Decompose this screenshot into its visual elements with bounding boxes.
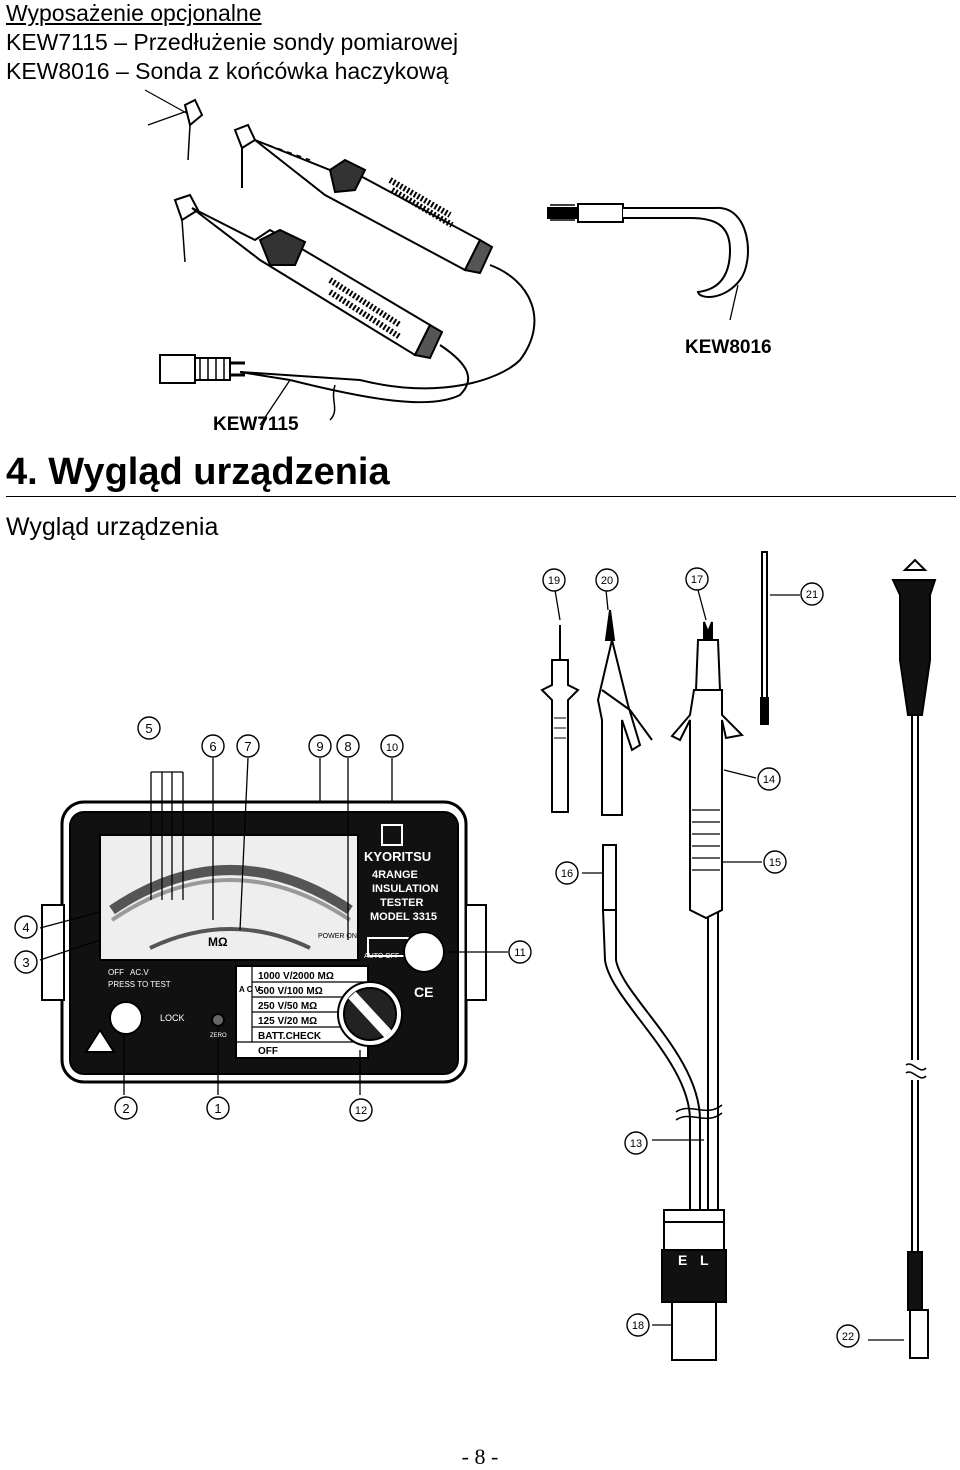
svg-text:21: 21 (806, 589, 818, 601)
range-250v: 250 V/50 MΩ (258, 1001, 317, 1012)
model-line-4: MODEL 3315 (370, 911, 437, 923)
callout-14: 14 (757, 767, 781, 791)
callout-17: 17 (685, 567, 709, 591)
kew8016-label: KEW8016 (685, 337, 772, 358)
section-subheading: Wygląd urządzenia (6, 513, 219, 541)
callout-10: 10 (380, 734, 404, 758)
page-number: - 8 - (461, 1444, 499, 1469)
callout-1: 1 (206, 1096, 230, 1120)
svg-text:12: 12 (355, 1105, 367, 1117)
callout-18: 18 (626, 1313, 650, 1337)
range-off: OFF (258, 1046, 278, 1057)
svg-text:4: 4 (22, 920, 29, 935)
callout-3: 3 (14, 950, 38, 974)
callout-5: 5 (137, 716, 161, 740)
press-to-test-label: PRESS TO TEST (108, 980, 171, 989)
svg-text:2: 2 (122, 1101, 129, 1116)
svg-text:22: 22 (842, 1331, 854, 1343)
range-1000v: 1000 V/2000 MΩ (258, 971, 334, 982)
callout-2: 2 (114, 1096, 138, 1120)
scale-unit: MΩ (208, 935, 228, 949)
callout-20: 20 (595, 568, 619, 592)
svg-text:3: 3 (22, 955, 29, 970)
callout-11: 11 (508, 940, 532, 964)
callout-9: 9 (308, 734, 332, 758)
plug-letter-e: E (678, 1252, 687, 1268)
model-line-1: 4RANGE (372, 869, 418, 881)
svg-text:10: 10 (386, 742, 398, 754)
svg-text:19: 19 (548, 575, 560, 587)
kew8016-description: KEW8016 – Sonda z końcówka haczykową (6, 58, 449, 84)
plug-letter-l: L (700, 1252, 709, 1268)
optional-equipment-title: Wyposażenie opcjonalne (6, 0, 262, 26)
callout-19: 19 (542, 568, 566, 592)
callout-7: 7 (236, 734, 260, 758)
kew7115-label: KEW7115 (213, 414, 299, 435)
svg-text:17: 17 (691, 574, 703, 586)
svg-text:6: 6 (209, 739, 216, 754)
svg-text:7: 7 (244, 739, 251, 754)
section-rule (6, 496, 956, 497)
svg-text:18: 18 (632, 1320, 644, 1332)
acv-label: A C V (239, 985, 261, 994)
range-batt-check: BATT.CHECK (258, 1031, 322, 1042)
callout-13: 13 (624, 1131, 648, 1155)
lock-label: LOCK (160, 1013, 185, 1023)
zero-label: ZERO (210, 1033, 227, 1039)
callout-21: 21 (800, 582, 824, 606)
svg-text:11: 11 (514, 947, 525, 959)
brand-label: KYORITSU (364, 849, 431, 864)
svg-text:13: 13 (630, 1138, 642, 1150)
power-on-label: POWER ON (318, 933, 357, 940)
svg-text:8: 8 (344, 739, 351, 754)
svg-text:16: 16 (561, 868, 573, 880)
device-overview-figure: KYORITSU 4RANGE INSULATION TESTER MODEL … (14, 551, 937, 1361)
kew7115-description: KEW7115 – Przedłużenie sondy pomiarowej (6, 29, 459, 55)
svg-text:15: 15 (769, 857, 781, 869)
section-heading: 4. Wygląd urządzenia (6, 451, 390, 493)
callout-22: 22 (836, 1324, 860, 1348)
svg-text:20: 20 (601, 575, 613, 587)
callout-4: 4 (14, 915, 38, 939)
callout-16: 16 (555, 861, 579, 885)
auto-off-label: AUTO OFF (364, 953, 399, 960)
ce-mark: CE (414, 984, 433, 1000)
callout-12: 12 (349, 1098, 373, 1122)
model-line-3: TESTER (380, 897, 423, 909)
svg-text:14: 14 (763, 774, 775, 786)
callout-8: 8 (336, 734, 360, 758)
model-line-2: INSULATION (372, 883, 438, 895)
off-label: OFF (108, 968, 124, 977)
callout-15: 15 (763, 850, 787, 874)
optional-accessories-figure: KEW8016 KEW7115 (144, 89, 772, 435)
svg-text:9: 9 (316, 739, 323, 754)
range-125v: 125 V/20 MΩ (258, 1016, 317, 1027)
callout-6: 6 (201, 734, 225, 758)
range-500v: 500 V/100 MΩ (258, 986, 323, 997)
acv-indicator: AC.V (130, 968, 149, 977)
svg-text:1: 1 (214, 1101, 221, 1116)
svg-text:5: 5 (145, 721, 152, 736)
